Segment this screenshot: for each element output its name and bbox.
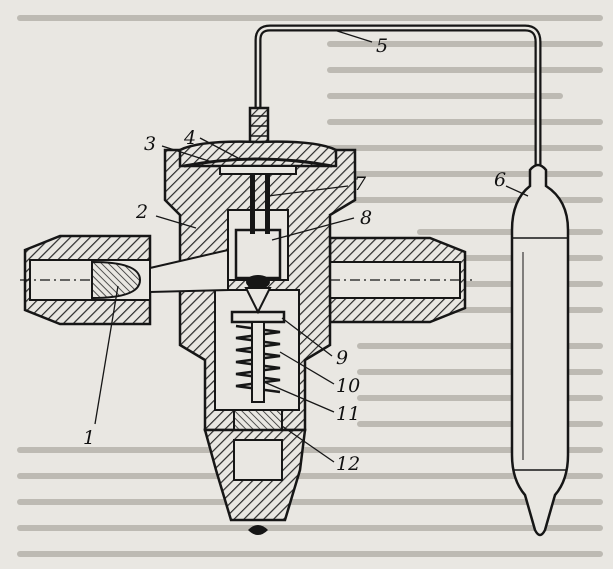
callout-10: 10 [336, 375, 360, 397]
needle-seat [234, 228, 282, 315]
outlet-fitting [328, 236, 472, 324]
thermal-bulb [510, 163, 570, 537]
callout-9: 9 [336, 347, 348, 369]
filter-mesh [91, 260, 142, 300]
adjusting-screw [203, 409, 307, 535]
callout-5: 5 [376, 35, 388, 57]
callout-1: 1 [83, 427, 95, 449]
pushrods [250, 174, 270, 234]
callout-6: 6 [494, 169, 506, 191]
diaphragm [183, 157, 333, 168]
callout-8: 8 [360, 207, 372, 229]
callout-7: 7 [354, 173, 367, 195]
callout-11: 11 [336, 403, 360, 425]
callout-12: 12 [336, 453, 360, 475]
callout-2: 2 [135, 201, 148, 223]
leader-lines [94, 29, 529, 463]
spring-assembly [230, 310, 286, 403]
inlet-fitting [20, 234, 152, 326]
callout-4: 4 [183, 127, 196, 149]
callout-3: 3 [144, 133, 156, 155]
